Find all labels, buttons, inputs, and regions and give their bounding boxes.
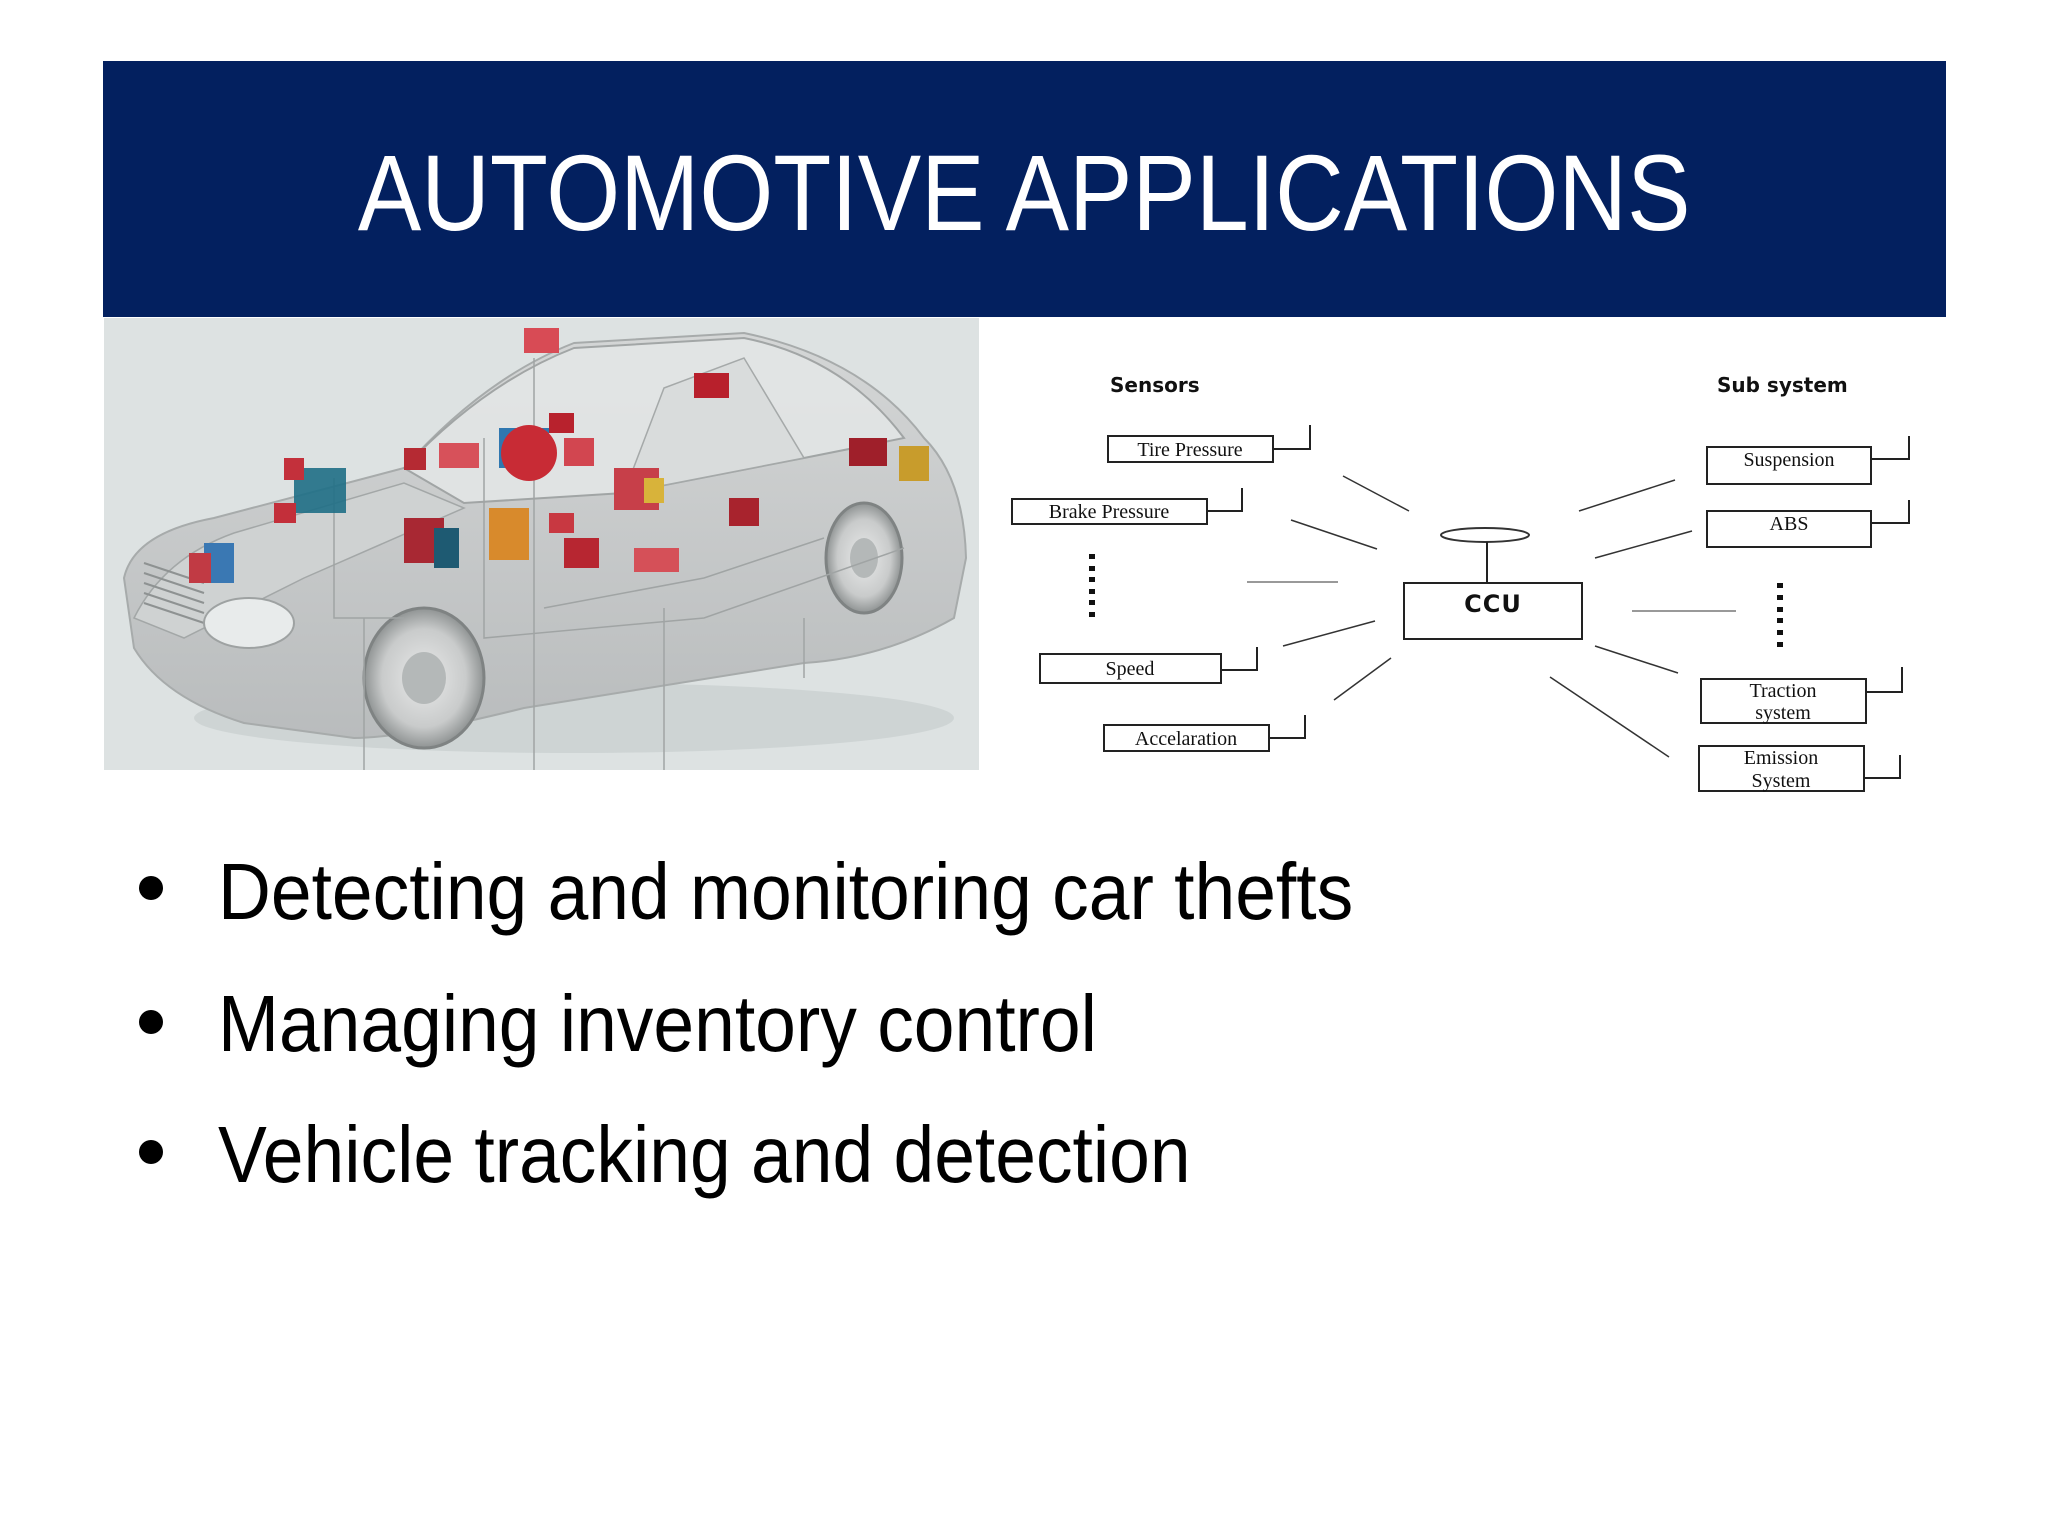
- sensor-label: Tire Pressure: [1137, 439, 1242, 461]
- title-band: AUTOMOTIVE APPLICATIONS: [103, 61, 1946, 317]
- sensor-connector-lines: [1247, 475, 1410, 701]
- subsystem-label: ABS: [1770, 513, 1809, 535]
- subsystem-traction: Traction system: [1700, 667, 1903, 724]
- sensor-tire-pressure: Tire Pressure: [1107, 425, 1311, 463]
- bullet-icon: [139, 1140, 163, 1164]
- car-illustration-icon: [104, 318, 979, 770]
- subsystem-suspension: Suspension: [1706, 436, 1910, 485]
- sensor-acceleration: Accelaration: [1103, 715, 1306, 752]
- subsystem-label: Suspension: [1743, 449, 1834, 471]
- bullet-text: Detecting and monitoring car thefts: [218, 847, 1354, 936]
- subsystem-connector-lines: [1549, 479, 1736, 758]
- slide-title: AUTOMOTIVE APPLICATIONS: [358, 132, 1691, 253]
- bullet-icon: [139, 876, 163, 900]
- sensor-label: Brake Pressure: [1049, 501, 1170, 523]
- sensor-speed: Speed: [1039, 647, 1258, 684]
- sensor-label: Accelaration: [1135, 728, 1237, 750]
- sensor-brake-pressure: Brake Pressure: [1011, 488, 1243, 525]
- subsystem-label-line2: System: [1752, 770, 1811, 792]
- subsystem-ellipsis-dots: [1777, 583, 1783, 647]
- bullet-text: Vehicle tracking and detection: [218, 1110, 1191, 1199]
- diagram-canvas: Sensors Sub system Tire Pressure Brake P…: [1011, 373, 1910, 792]
- sensors-heading: Sensors: [1110, 373, 1200, 397]
- subsystem-emission: Emission System: [1698, 745, 1901, 792]
- sensor-label: Speed: [1106, 658, 1155, 680]
- car-cutaway-image: [104, 318, 979, 770]
- subsystem-label-line2: system: [1755, 702, 1811, 724]
- subsystem-abs: ABS: [1706, 500, 1910, 548]
- ccu-block: CCU: [1403, 527, 1583, 640]
- subsystem-label-line1: Traction: [1749, 680, 1816, 702]
- subsystem-label-line1: Emission: [1744, 747, 1818, 769]
- ccu-label: CCU: [1464, 590, 1522, 618]
- antenna-icon: [1440, 527, 1530, 543]
- ccu-block-diagram: Sensors Sub system Tire Pressure Brake P…: [1000, 330, 1960, 810]
- bullet-text: Managing inventory control: [218, 979, 1097, 1068]
- bullet-icon: [139, 1010, 163, 1034]
- sensor-ellipsis-dots: [1089, 554, 1095, 617]
- subsystem-heading: Sub system: [1717, 373, 1848, 397]
